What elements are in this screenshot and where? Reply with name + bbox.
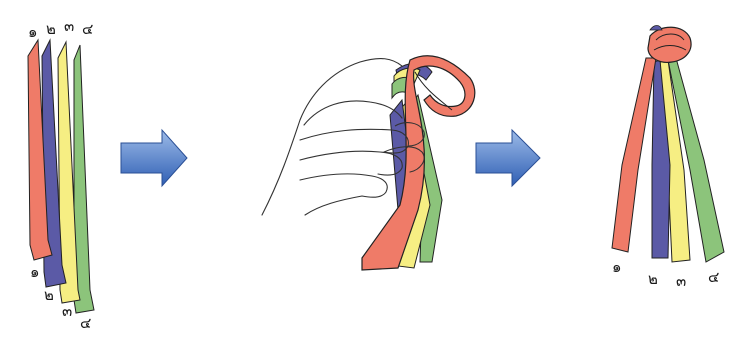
p1-bottom-label-2: ๒ <box>44 286 54 304</box>
panel-1-ribbons: ๑ ๒ ๓ ๔ ๑ ๒ ๓ ๔ <box>28 17 94 332</box>
panel-2-hand-holding-ribbons <box>262 56 475 270</box>
p3-bottom-label-3: ๓ <box>676 272 686 290</box>
p1-bottom-label-1: ๑ <box>30 263 40 281</box>
p3-bottom-label-2: ๒ <box>648 270 658 288</box>
p1-bottom-label-4: ๔ <box>80 314 91 332</box>
panel-3-knotted-ribbons: ๑ ๒ ๓ ๔ <box>612 26 724 291</box>
knot-ribbon-red <box>612 58 656 252</box>
p3-bottom-label-4: ๔ <box>708 268 719 286</box>
p1-bottom-label-3: ๓ <box>62 302 72 320</box>
p1-top-label-3: ๓ <box>64 17 74 35</box>
knot <box>648 27 691 62</box>
p1-top-label-4: ๔ <box>82 20 93 38</box>
p1-top-label-1: ๑ <box>28 23 38 41</box>
right-arrow-icon-2 <box>476 130 540 186</box>
right-arrow-icon <box>121 130 187 186</box>
p1-top-label-2: ๒ <box>46 20 56 38</box>
p3-bottom-label-1: ๑ <box>612 258 622 276</box>
